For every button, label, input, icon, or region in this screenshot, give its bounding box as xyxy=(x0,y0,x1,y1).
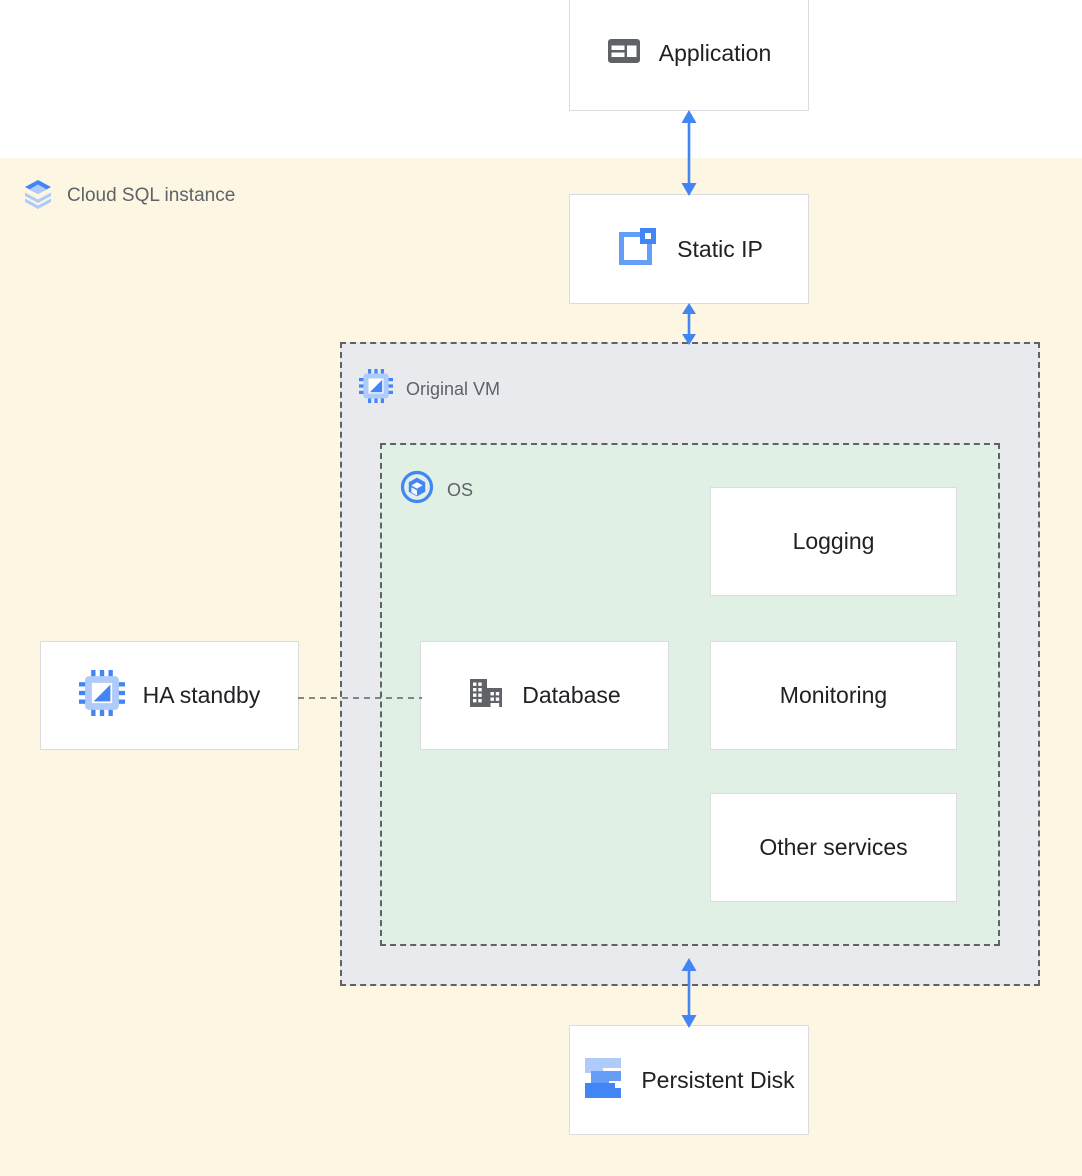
node-static-ip-label: Static IP xyxy=(677,235,763,262)
node-ha-standby[interactable]: HA standby xyxy=(40,641,299,750)
node-logging-label: Logging xyxy=(792,528,875,555)
original-vm-label-group: Original VM xyxy=(359,369,500,408)
os-label-group: OS xyxy=(400,470,473,509)
persistent-disk-icon xyxy=(583,1056,623,1105)
node-other-services-label: Other services xyxy=(759,834,908,861)
node-database[interactable]: Database xyxy=(420,641,669,750)
node-ha-standby-label: HA standby xyxy=(142,682,261,709)
cloud-sql-instance-label: Cloud SQL instance xyxy=(67,185,236,206)
cloud-sql-instance-label-group: Cloud SQL instance xyxy=(22,177,235,214)
node-logging[interactable]: Logging xyxy=(710,487,957,596)
connector-application-to-static-ip xyxy=(665,110,713,196)
database-building-icon xyxy=(468,675,504,716)
connector-ha-standby-to-database xyxy=(298,690,422,700)
node-application[interactable]: Application xyxy=(569,0,809,111)
node-persistent-disk-label: Persistent Disk xyxy=(641,1066,795,1093)
node-other-services[interactable]: Other services xyxy=(710,793,957,902)
original-vm-label: Original VM xyxy=(406,378,501,399)
node-database-label: Database xyxy=(522,682,621,709)
os-label: OS xyxy=(447,479,474,500)
cpu-chip-icon xyxy=(359,369,393,408)
os-disc-icon xyxy=(400,470,434,509)
node-monitoring[interactable]: Monitoring xyxy=(710,641,957,750)
application-layout-icon xyxy=(607,34,641,73)
node-static-ip[interactable]: Static IP xyxy=(569,194,809,304)
cloud-sql-icon xyxy=(22,177,54,214)
node-persistent-disk[interactable]: Persistent Disk xyxy=(569,1025,809,1135)
connector-static-ip-to-original-vm xyxy=(665,303,713,345)
node-application-label: Application xyxy=(658,39,772,66)
static-ip-icon xyxy=(615,225,659,274)
connector-original-vm-to-persistent-disk xyxy=(665,958,713,1028)
node-monitoring-label: Monitoring xyxy=(779,682,888,709)
cpu-chip-icon xyxy=(78,670,125,721)
